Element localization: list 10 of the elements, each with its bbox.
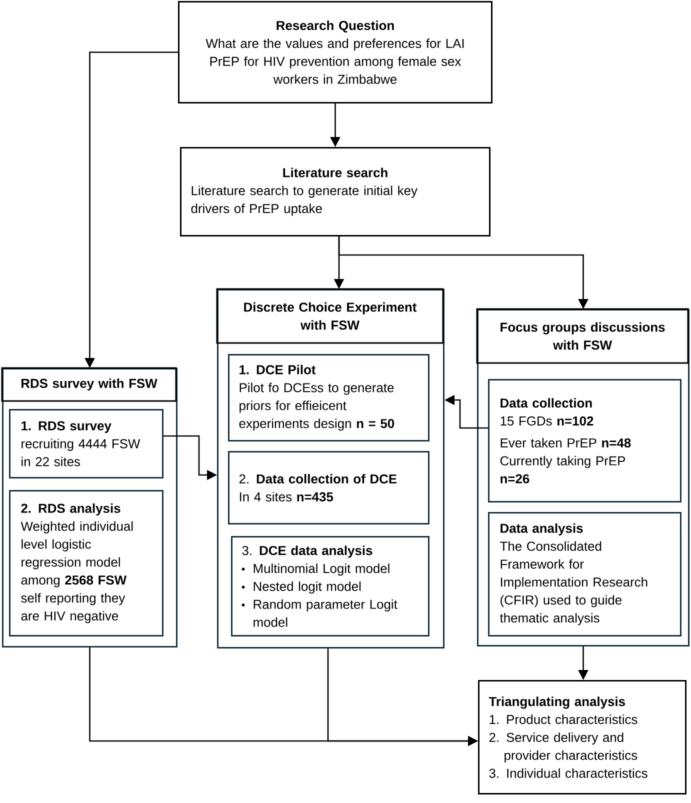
- process-box: Research Question What are the values and preferences for LAI PrEP for HIV prevention among female sex workers in Zimbabwe: [178, 1, 492, 104]
- process-box: Literature search Literature search to generate initial key drivers of PrEP uptake: [180, 147, 490, 236]
- step-box: 2. Data collection of DCE In 4 sites n=435: [228, 451, 430, 524]
- step-box: 3. DCE data analysis Multinomial Logit model Nested logit model Random parameter Logit model: [231, 536, 430, 636]
- process-box: Triangulating analysis 1. Product characteristics 2. Service delivery and provider characteristics 3. Individual characteristics: [478, 680, 686, 794]
- step-box: 1. DCE Pilot Pilot fo DCEss to generate priors for effieicent experiments design n = 50: [228, 354, 430, 442]
- step-box: Data analysis The Consolidated Framework for Implementation Research (CFIR) used to guide thematic analysis: [488, 512, 682, 636]
- step-box: 2. RDS analysis Weighted individual level logistic regression model among 2568 FSW self reporting they are HIV negative: [9, 490, 164, 636]
- step-box: 1. RDS survey recruiting 4444 FSW in 22 sites: [9, 409, 164, 478]
- step-box: Data collection 15 FGDs n=102 Ever taken PrEP n=48 Currently taking PrEP n=26: [488, 379, 682, 502]
